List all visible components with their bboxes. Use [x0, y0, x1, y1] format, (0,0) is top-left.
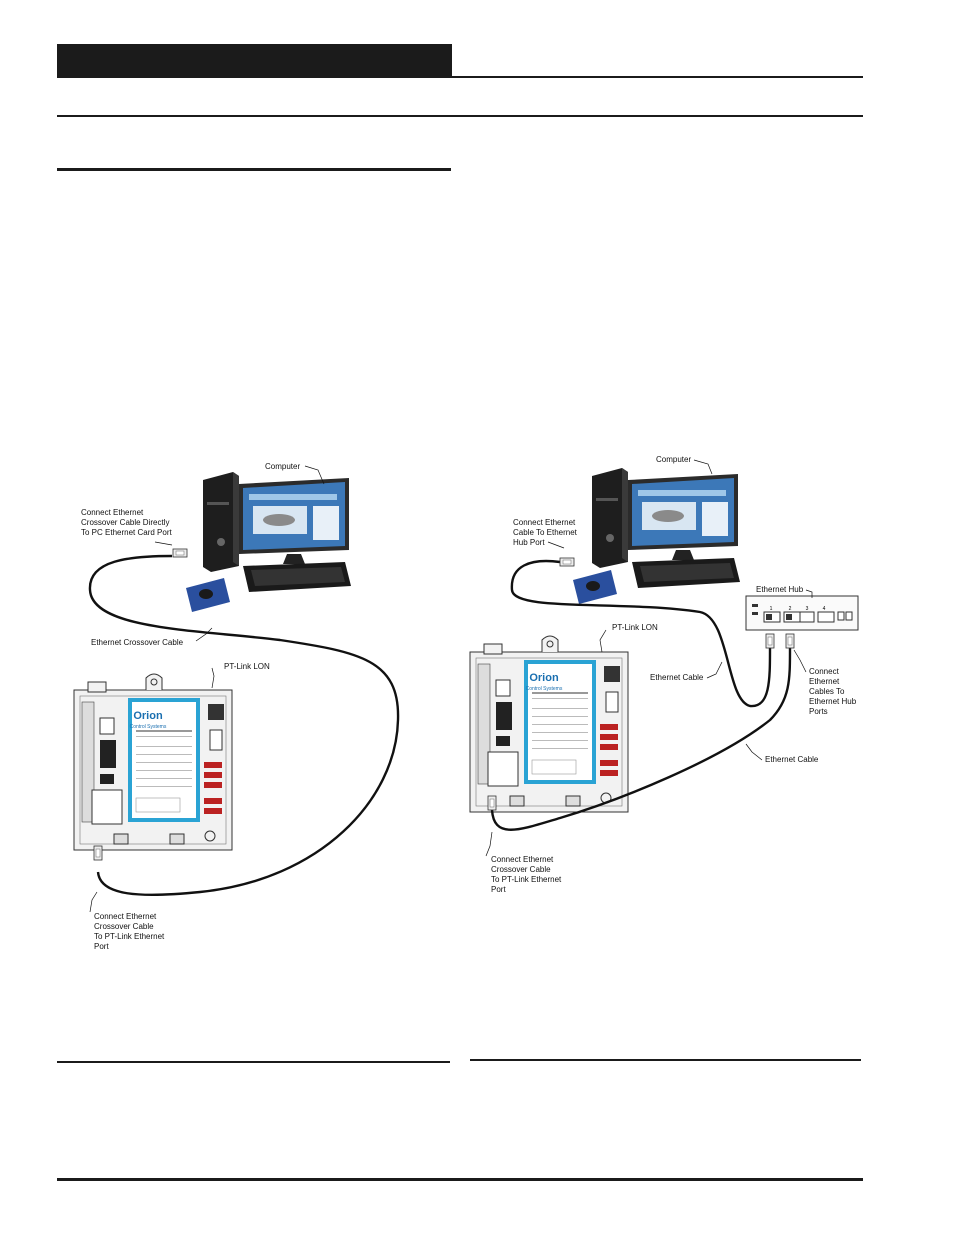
right-computer-leader [693, 459, 713, 475]
card-subtitle-text: Control Systems [130, 724, 167, 730]
caption-rule-left [57, 1061, 450, 1063]
caption-rule-right [470, 1059, 861, 1061]
right-cable-leader [706, 661, 723, 679]
left-device-leader [211, 667, 215, 689]
right-hub-leader [805, 589, 813, 598]
right-hub-plug-1 [765, 633, 775, 649]
right-pc-to-hub-cable [510, 559, 772, 708]
footer-rule [57, 1178, 863, 1181]
section-rule [57, 168, 451, 171]
left-pc-port-leader [154, 541, 173, 546]
hub-port-number: 3 [806, 606, 809, 612]
right-device-port-label: Connect Ethernet Crossover Cable To PT-L… [491, 855, 562, 894]
right-hub-ports-label: Connect Ethernet Cables To Ethernet Hub … [809, 667, 857, 716]
left-pc-plug [172, 548, 188, 558]
right-pt-link-device [469, 635, 629, 813]
right-device-label: PT-Link LON [612, 623, 658, 632]
left-computer-leader [304, 465, 325, 485]
right-pc-port-leader [547, 541, 565, 549]
top-divider [57, 115, 863, 117]
hub-port-number: 1 [770, 606, 773, 612]
right-device-leader [599, 629, 607, 653]
right-cable2-leader [745, 743, 763, 761]
right-mousepad [573, 570, 617, 604]
left-crossover-cable [88, 554, 400, 897]
left-mousepad [186, 578, 230, 612]
left-cable-leader [195, 627, 213, 642]
left-device-port-label: Connect Ethernet Crossover Cable To PT-L… [94, 912, 165, 951]
right-hub-plug-2 [785, 633, 795, 649]
ethernet-hub [745, 595, 859, 631]
right-hub-ports-leader [793, 649, 807, 673]
right-cable-label-1: Ethernet Cable [650, 673, 704, 682]
right-computer [592, 468, 740, 588]
right-pc-plug [559, 557, 575, 567]
card-subtitle-text: Control Systems [526, 686, 563, 692]
left-device-port-leader [89, 891, 98, 913]
right-device-port-leader [485, 831, 493, 857]
left-cable-label: Ethernet Crossover Cable [91, 638, 184, 647]
left-device-plug [93, 845, 103, 861]
left-pt-link-device [73, 673, 233, 851]
right-card-brand: Orion Control Systems [526, 672, 563, 692]
card-brand-text: Orion [133, 710, 163, 722]
hub-port-number: 2 [789, 606, 792, 612]
right-computer-label: Computer [656, 455, 692, 464]
card-brand-text: Orion [529, 672, 559, 684]
left-computer-label: Computer [265, 462, 301, 471]
right-pc-port-label: Connect Ethernet Cable To Ethernet Hub P… [513, 518, 577, 547]
left-card-brand: Orion Control Systems [130, 710, 167, 730]
header-block [57, 44, 452, 78]
left-device-label: PT-Link LON [224, 662, 270, 671]
header-rule [452, 76, 863, 78]
left-pc-port-label: Connect Ethernet Crossover Cable Directl… [81, 508, 172, 537]
right-hub-label: Ethernet Hub [756, 585, 804, 594]
right-device-plug [487, 795, 497, 811]
hub-port-number: 4 [823, 606, 826, 612]
left-computer [203, 472, 351, 592]
right-cable-label-2: Ethernet Cable [765, 755, 819, 764]
right-hub-to-device-cable [490, 647, 792, 831]
